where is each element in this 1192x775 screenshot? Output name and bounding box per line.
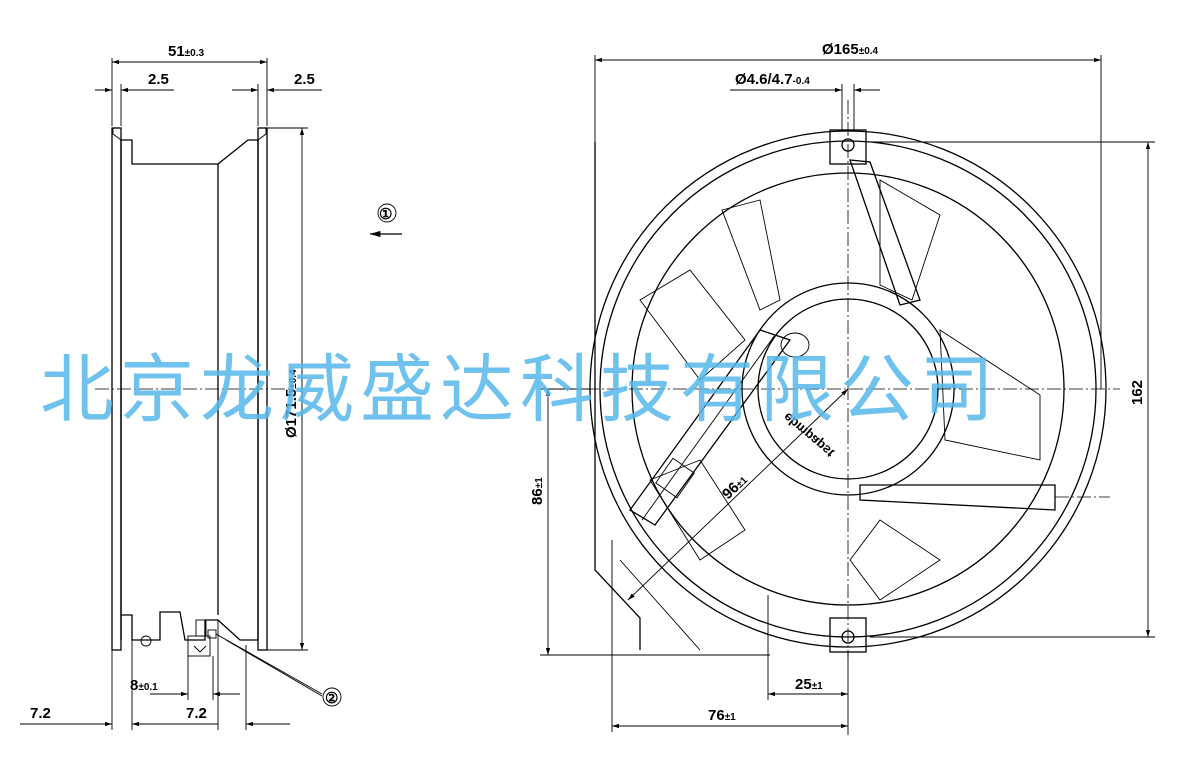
dim-center-height: 86±1 <box>529 477 546 505</box>
dim-inner-inset: 7.2 <box>186 705 207 722</box>
screw-head <box>140 635 152 647</box>
dim-diameter-front: Ø165±0.4 <box>822 41 879 58</box>
blade-3 <box>939 329 1041 461</box>
dim-diameter-side: Ø171.5±0.4 <box>283 369 300 438</box>
hub-label: ebmpapst <box>780 410 837 461</box>
dim-mount-offset: 8±0.1 <box>130 677 158 694</box>
dim-center-offset: 76±1 <box>708 707 736 724</box>
dim-height-holes: 162 <box>1129 380 1146 405</box>
blade-5 <box>639 269 746 381</box>
cable-grommet <box>780 332 810 358</box>
dim-left-inset: 7.2 <box>30 705 51 722</box>
dim-flange-right: 2.5 <box>294 71 315 88</box>
frame-left-edge <box>594 142 641 650</box>
blade-4 <box>849 519 941 601</box>
callout-connector-circle <box>322 687 342 707</box>
bottom-profile <box>121 611 258 641</box>
blade-6 <box>649 459 746 561</box>
dim-flange-left: 2.5 <box>148 71 169 88</box>
strut-top <box>849 159 921 306</box>
strut-right <box>859 484 1056 511</box>
front-view: ebmpapst Ø165±0.4 Ø4.6/4.7-0.4 162 86±1 … <box>529 41 1155 735</box>
airflow-indicator: ① <box>370 203 402 238</box>
dim-width-overall: 51±0.3 <box>168 43 205 60</box>
top-profile <box>121 139 258 165</box>
dim-hole-offset: 25±1 <box>795 676 823 693</box>
side-view: 51±0.3 2.5 2.5 Ø171.5±0.4 8±0.1 7.2 <box>20 43 342 730</box>
blade-1 <box>721 199 781 311</box>
callout-airflow: ① <box>379 206 392 223</box>
callout-connector: ② <box>325 690 338 707</box>
blade-2 <box>879 179 941 301</box>
connector-box <box>187 635 211 657</box>
dim-hole-diameter: Ø4.6/4.7-0.4 <box>735 71 810 88</box>
